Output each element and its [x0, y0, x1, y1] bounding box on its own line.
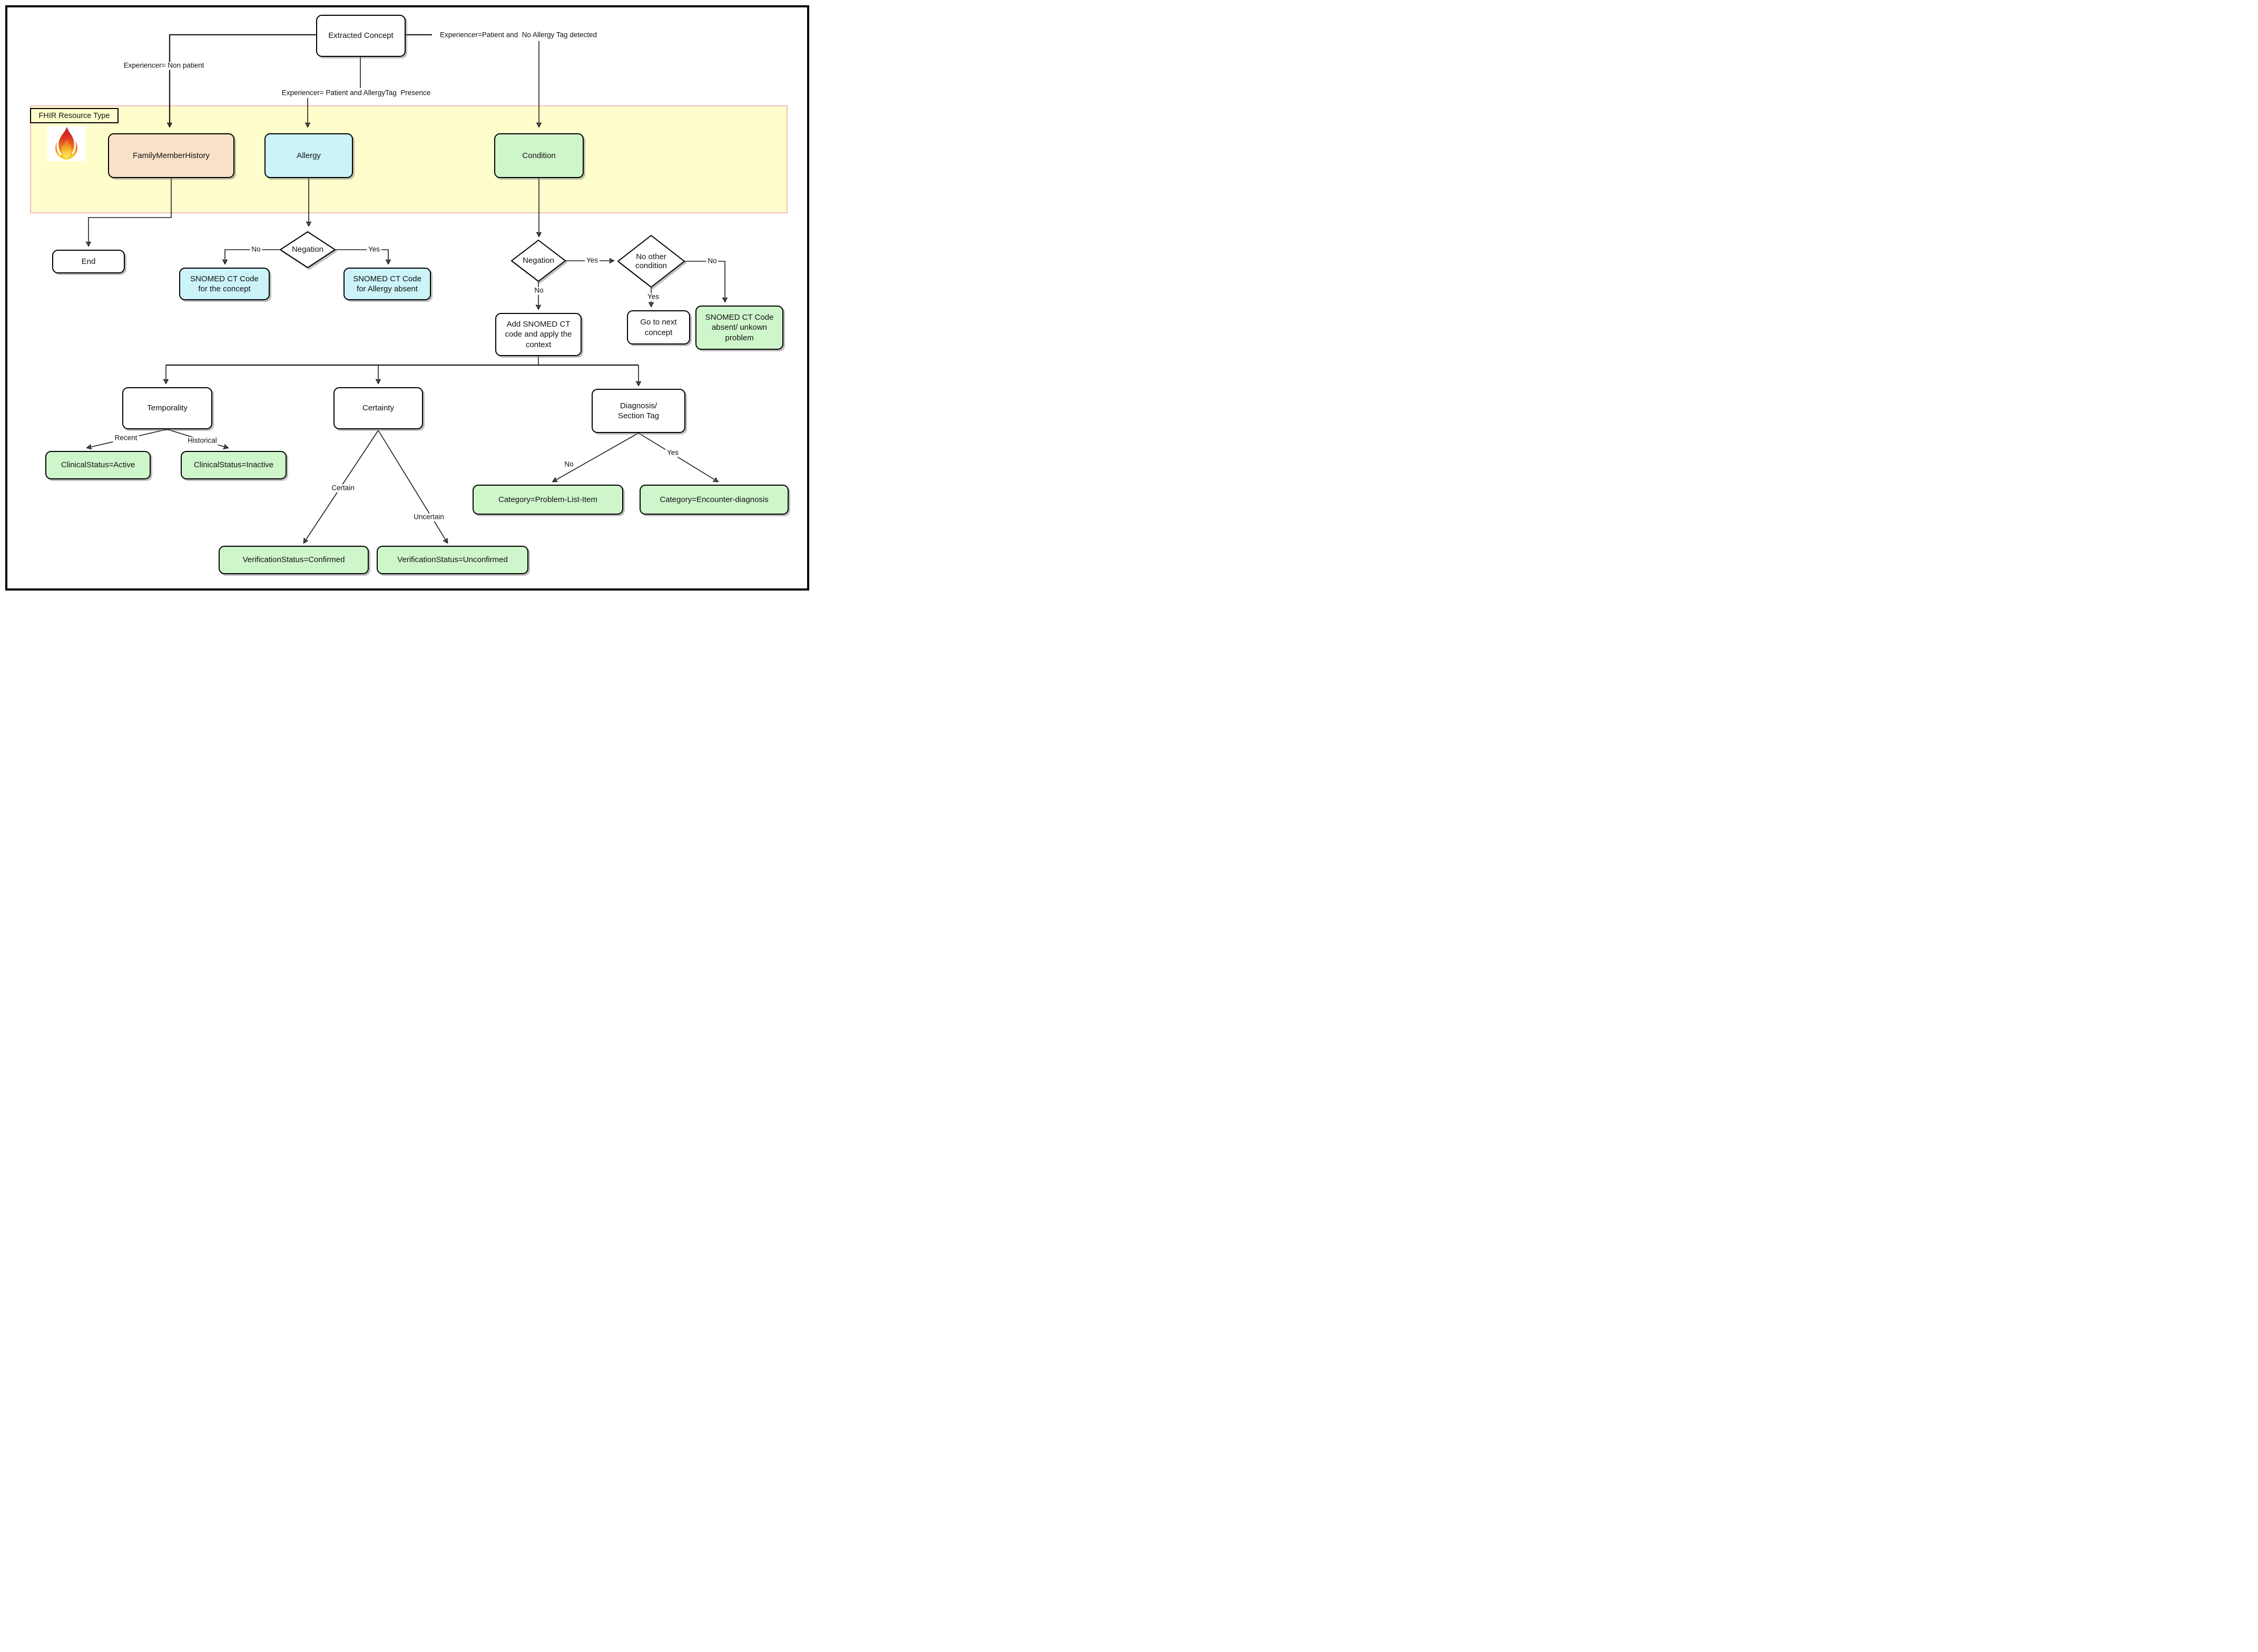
- node-verification-confirmed-text: VerificationStatus=Confirmed: [242, 555, 345, 565]
- decision-no-other-condition: No other condition: [617, 234, 685, 288]
- edge-root-to-fmh: [170, 34, 316, 126]
- diamond-shape: [510, 239, 566, 282]
- node-end: End: [52, 250, 125, 273]
- fhir-resource-type-label: FHIR Resource Type: [30, 108, 119, 123]
- flowchart-canvas: FHIR Resource Type: [0, 0, 814, 596]
- decision-negation-condition-text: Negation: [522, 256, 555, 266]
- edge-noother-no: [685, 261, 725, 301]
- node-snomed-for-concept-text: SNOMED CT Code for the concept: [190, 274, 259, 294]
- edge-label-recent: Recent: [113, 434, 139, 442]
- node-add-snomed-context: Add SNOMED CT code and apply the context: [495, 313, 582, 356]
- node-extracted-concept-text: Extracted Concept: [328, 31, 394, 41]
- node-certainty-text: Certainty: [362, 404, 395, 413]
- node-extracted-concept: Extracted Concept: [316, 15, 406, 57]
- edge-uncertain: [378, 430, 447, 543]
- edge-label-certain: Certain: [330, 484, 356, 493]
- node-add-snomed-context-text: Add SNOMED CT code and apply the context: [505, 319, 572, 349]
- diagram-border: [5, 5, 809, 591]
- decision-no-other-condition-text: No other condition: [635, 252, 667, 270]
- diamond-shape: [617, 234, 685, 288]
- edge-label-experiencer-non-patient: Experiencer= Non patient: [122, 62, 206, 70]
- edge-label-historical: Historical: [186, 437, 219, 445]
- edge-label-yes-allergy-negation: Yes: [366, 245, 382, 254]
- fhir-flame-svg: [55, 126, 77, 160]
- node-verification-confirmed: VerificationStatus=Confirmed: [219, 546, 369, 574]
- edge-label-yes-condition-negation: Yes: [584, 257, 600, 265]
- edge-label-no-no-other: No: [706, 257, 719, 266]
- node-allergy: Allergy: [264, 133, 353, 178]
- node-go-to-next-concept-text: Go to next concept: [640, 318, 677, 337]
- node-end-text: End: [81, 257, 96, 266]
- edge-label-uncertain: Uncertain: [412, 513, 446, 522]
- decision-negation-allergy-text: Negation: [291, 245, 324, 254]
- node-go-to-next-concept: Go to next concept: [627, 310, 690, 345]
- node-temporality: Temporality: [122, 387, 212, 429]
- node-category-problem-list-item: Category=Problem-List-Item: [473, 485, 623, 515]
- edge-fmh-to-end: [89, 178, 172, 245]
- node-clinical-status-inactive-text: ClinicalStatus=Inactive: [193, 460, 274, 470]
- edge-label-yes-diagnosis: Yes: [665, 449, 681, 457]
- node-clinical-status-active: ClinicalStatus=Active: [45, 451, 151, 479]
- edge-label-yes-no-other: Yes: [645, 293, 661, 301]
- node-condition: Condition: [494, 133, 584, 178]
- edge-negation-yes-right: [336, 249, 388, 263]
- node-verification-unconfirmed: VerificationStatus=Unconfirmed: [377, 546, 528, 574]
- decision-negation-condition: Negation: [510, 239, 566, 282]
- node-snomed-for-concept: SNOMED CT Code for the concept: [179, 268, 270, 300]
- node-family-member-history-text: FamilyMemberHistory: [133, 151, 210, 160]
- node-snomed-for-allergy-absent-text: SNOMED CT Code for Allergy absent: [353, 274, 421, 294]
- fhir-flame-icon: [47, 126, 85, 161]
- fhir-resource-type-text: FHIR Resource Type: [38, 111, 110, 120]
- node-condition-text: Condition: [522, 151, 556, 160]
- node-allergy-text: Allergy: [297, 151, 321, 160]
- node-snomed-absent-unknown-text: SNOMED CT Code absent/ unkown problem: [705, 312, 774, 342]
- diamond-shape: [279, 231, 336, 269]
- node-temporality-text: Temporality: [147, 404, 188, 413]
- node-clinical-status-inactive: ClinicalStatus=Inactive: [181, 451, 287, 479]
- node-certainty: Certainty: [333, 387, 423, 429]
- node-snomed-absent-unknown: SNOMED CT Code absent/ unkown problem: [695, 306, 783, 350]
- node-category-encounter-diagnosis: Category=Encounter-diagnosis: [640, 485, 789, 515]
- edge-label-no-diagnosis: No: [563, 460, 575, 469]
- edge-diagnosis-no: [553, 432, 639, 481]
- node-diagnosis-section-tag-text: Diagnosis/ Section Tag: [617, 401, 660, 421]
- node-clinical-status-active-text: ClinicalStatus=Active: [61, 460, 135, 470]
- node-verification-unconfirmed-text: VerificationStatus=Unconfirmed: [397, 555, 508, 565]
- node-category-encounter-diagnosis-text: Category=Encounter-diagnosis: [660, 495, 769, 504]
- edge-label-experiencer-patient-no-allergy: Experiencer=Patient and No Allergy Tag d…: [438, 31, 599, 40]
- edge-label-no-condition-negation: No: [533, 287, 545, 295]
- edge-label-experiencer-patient-allergytag: Experiencer= Patient and AllergyTag Pres…: [280, 89, 433, 97]
- decision-negation-allergy: Negation: [279, 231, 336, 269]
- node-snomed-for-allergy-absent: SNOMED CT Code for Allergy absent: [343, 268, 431, 300]
- node-diagnosis-section-tag: Diagnosis/ Section Tag: [592, 389, 685, 433]
- node-family-member-history: FamilyMemberHistory: [108, 133, 234, 178]
- edge-label-no-allergy-negation: No: [250, 245, 262, 254]
- edge-diagnosis-yes: [638, 432, 718, 481]
- node-category-problem-list-item-text: Category=Problem-List-Item: [498, 495, 597, 504]
